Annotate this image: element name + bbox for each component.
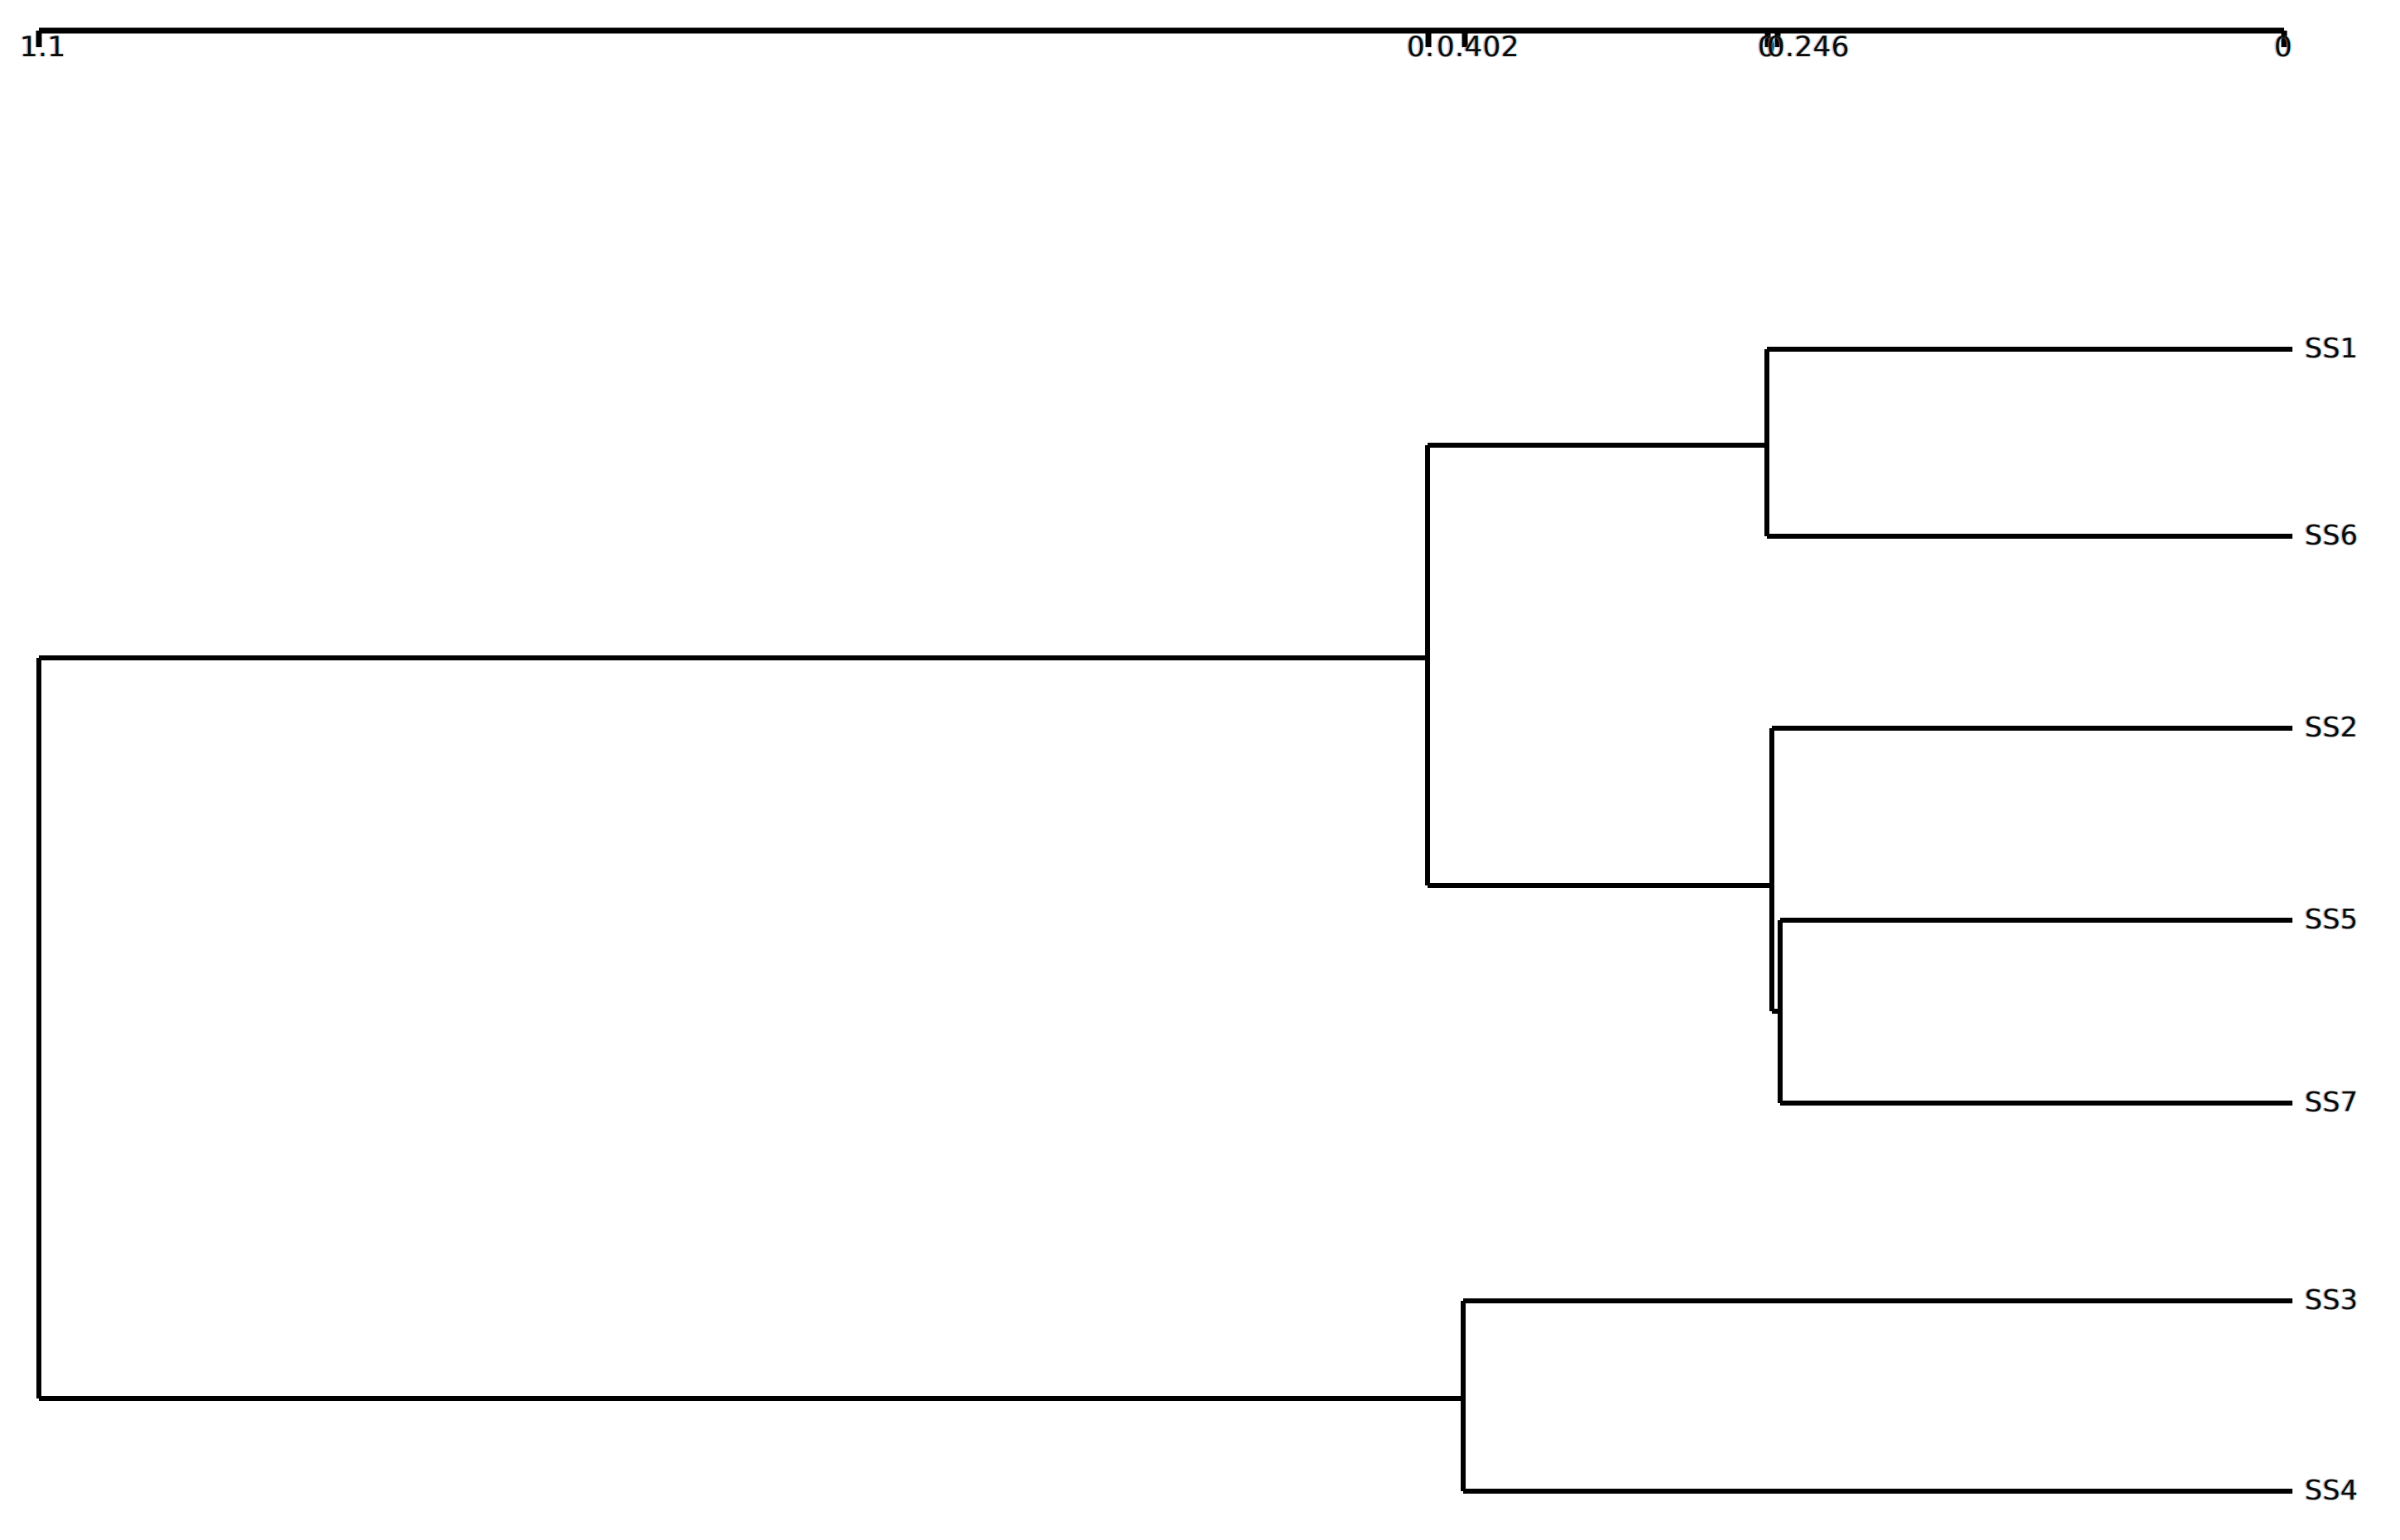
axis-tick-label-5: 0.246 [1767,31,1850,64]
dendrogram-links-group [36,347,2282,1494]
axis-tick-label-3: 0.402 [1437,31,1519,64]
axis-tick-label-4: 0 [1758,31,1777,64]
axis-tick-label-1: 1.1 [20,31,66,64]
axis-tick-label-6: 0 [2274,31,2293,64]
leaf-label-ss6: SS6 [2305,519,2359,551]
leaf-tick-group [2271,347,2292,1494]
leaf-label-ss1: SS1 [2305,332,2359,364]
leaf-label-ss2: SS2 [2305,711,2359,743]
leaf-label-ss5: SS5 [2305,903,2359,935]
axis-tick-label-2: 0. [1407,31,1435,64]
leaf-label-ss3: SS3 [2305,1283,2359,1316]
distance-axis-group [36,27,2287,47]
leaf-label-ss4: SS4 [2305,1474,2359,1506]
leaf-label-ss7: SS7 [2305,1086,2359,1118]
